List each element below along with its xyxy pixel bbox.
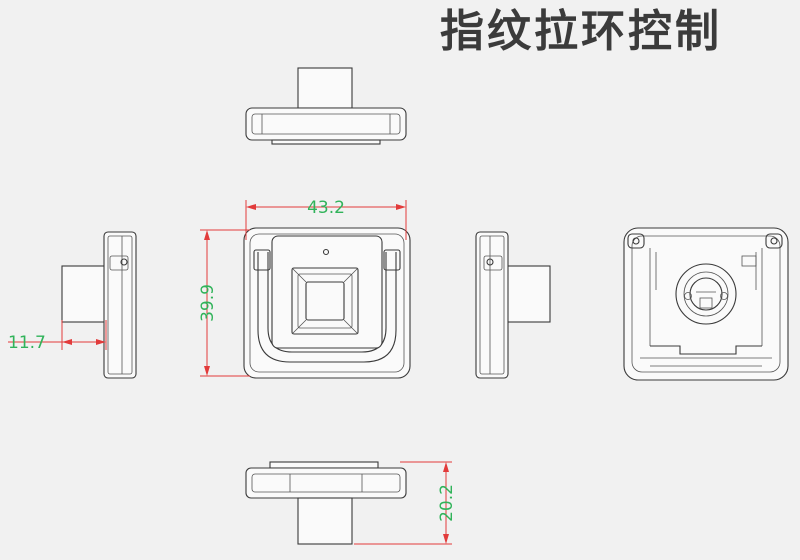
- dimension-side-depth: 11.7: [8, 320, 107, 353]
- dimension-width-label: 43.2: [307, 198, 345, 218]
- right-side-view: [475, 231, 551, 379]
- dimension-height-label: 39.9: [198, 284, 218, 322]
- back-view: [623, 227, 789, 381]
- dimension-height: 39.9: [198, 229, 250, 377]
- dimension-side-depth-label: 11.7: [8, 333, 46, 353]
- top-view: [245, 67, 407, 145]
- page-title: 指纹拉环控制: [440, 6, 722, 57]
- dimension-bottom-depth: 20.2: [354, 461, 457, 545]
- dimension-bottom-depth-label: 20.2: [437, 484, 457, 522]
- front-view: [243, 227, 411, 379]
- bottom-view: [245, 461, 407, 545]
- left-side-view: [61, 231, 137, 379]
- dimension-width: 43.2: [245, 198, 407, 240]
